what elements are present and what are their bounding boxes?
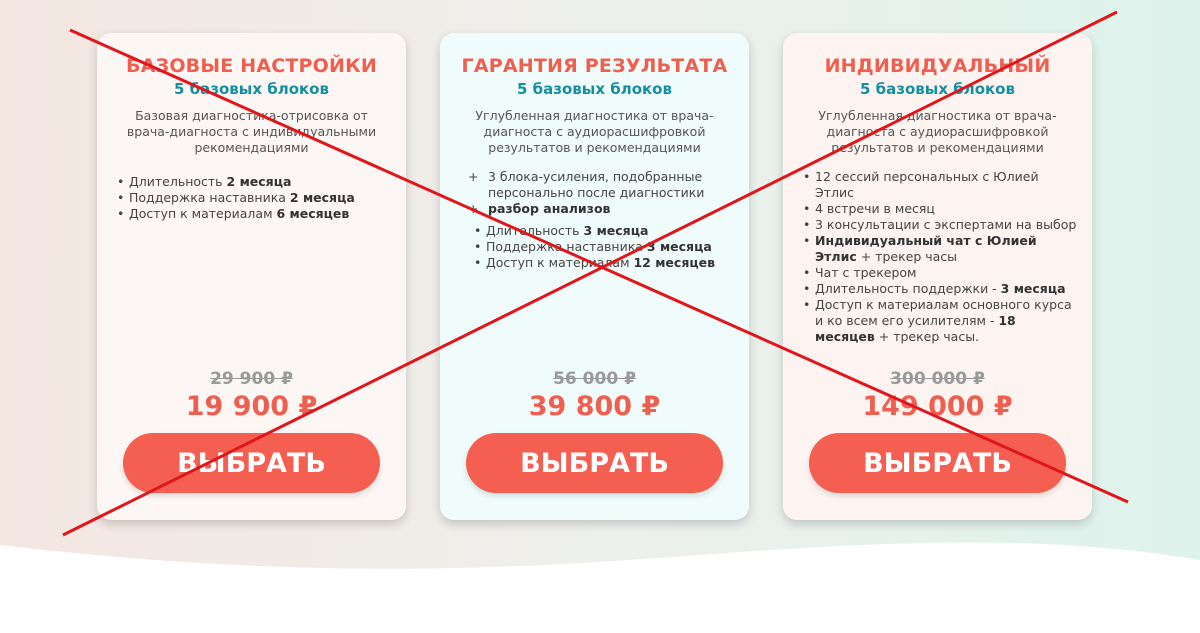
feature-list: Длительность 3 месяцаПоддержка наставник…	[474, 223, 729, 271]
list-item: Чат с трекером	[803, 265, 1078, 281]
current-price: 39 800 ₽	[528, 391, 661, 422]
bold-text: 2 месяца	[289, 190, 355, 205]
list-item: Длительность 3 месяца	[474, 223, 729, 239]
plan-description: Базовая диагностика-отрисовка от врача-д…	[126, 108, 377, 155]
list-item: Индивидуальный чат с Юлией Этлис + треке…	[803, 233, 1078, 265]
feature-list: Длительность 2 месяцаПоддержка наставник…	[117, 174, 386, 222]
list-item: Поддержка наставника 3 месяца	[474, 239, 729, 255]
bold-text: 3 месяца	[1000, 281, 1066, 296]
list-item: Доступ к материалам 6 месяцев	[117, 206, 386, 222]
text: Чат с трекером	[815, 265, 917, 280]
old-price: 29 900 ₽	[210, 369, 293, 389]
list-item: Длительность 2 месяца	[117, 174, 386, 190]
old-price: 56 000 ₽	[553, 369, 636, 389]
list-item: 3 блока-усиления, подобранные персональн…	[468, 169, 729, 201]
select-plan-button[interactable]: ВЫБРАТЬ	[123, 433, 380, 493]
plan-title: БАЗОВЫЕ НАСТРОЙКИ	[126, 55, 377, 77]
plan-subtitle: 5 базовых блоков	[174, 80, 329, 98]
text: Доступ к материалам основного курса и ко…	[815, 297, 1072, 328]
text: 12 сессий персональных с Юлией Этлис	[815, 169, 1039, 200]
plan-subtitle: 5 базовых блоков	[860, 80, 1015, 98]
current-price: 19 900 ₽	[185, 391, 318, 422]
text: + трекер часы	[856, 249, 958, 264]
current-price: 149 000 ₽	[862, 391, 1013, 422]
bold-text: 2 месяца	[226, 174, 292, 189]
text: Длительность	[486, 223, 584, 238]
select-plan-button[interactable]: ВЫБРАТЬ	[466, 433, 723, 493]
text: 3 блока-усиления, подобранные персональн…	[488, 169, 705, 200]
text: Поддержка наставника	[129, 190, 290, 205]
list-item: 12 сессий персональных с Юлией Этлис	[803, 169, 1078, 201]
text: Поддержка наставника	[486, 239, 647, 254]
select-plan-button[interactable]: ВЫБРАТЬ	[809, 433, 1066, 493]
list-item: 3 консультации с экспертами на выбор	[803, 217, 1078, 233]
text: 3 консультации с экспертами на выбор	[815, 217, 1077, 232]
text: Длительность	[129, 174, 227, 189]
text: 4 встречи в месяц	[815, 201, 935, 216]
list-item: Поддержка наставника 2 месяца	[117, 190, 386, 206]
bonus-list: 3 блока-усиления, подобранные персональн…	[468, 169, 729, 217]
plan-description: Углубленная диагностика от врача-диагнос…	[818, 108, 1057, 155]
text: Доступ к материалам	[486, 255, 634, 270]
bold-text: 3 месяца	[646, 239, 712, 254]
bold-text: 6 месяцев	[276, 206, 350, 221]
feature-list: 12 сессий персональных с Юлией Этлис4 вс…	[803, 169, 1078, 345]
plan-title: ГАРАНТИЯ РЕЗУЛЬТАТА	[461, 55, 728, 77]
list-item: 4 встречи в месяц	[803, 201, 1078, 217]
plan-description: Углубленная диагностика от врача-диагнос…	[475, 108, 714, 155]
text: Длительность поддержки -	[815, 281, 1001, 296]
bold-text: 3 месяца	[583, 223, 649, 238]
old-price: 300 000 ₽	[890, 369, 985, 389]
plan-subtitle: 5 базовых блоков	[517, 80, 672, 98]
list-item: разбор анализов	[468, 201, 729, 217]
list-item: Длительность поддержки - 3 месяца	[803, 281, 1078, 297]
list-item: Доступ к материалам 12 месяцев	[474, 255, 729, 271]
text: + трекер часы.	[874, 329, 980, 344]
bold-text: 12 месяцев	[633, 255, 715, 270]
bold-text: разбор анализов	[488, 201, 611, 216]
text: Доступ к материалам	[129, 206, 277, 221]
list-item: Доступ к материалам основного курса и ко…	[803, 297, 1078, 345]
plan-title: ИНДИВИДУАЛЬНЫЙ	[824, 55, 1051, 77]
